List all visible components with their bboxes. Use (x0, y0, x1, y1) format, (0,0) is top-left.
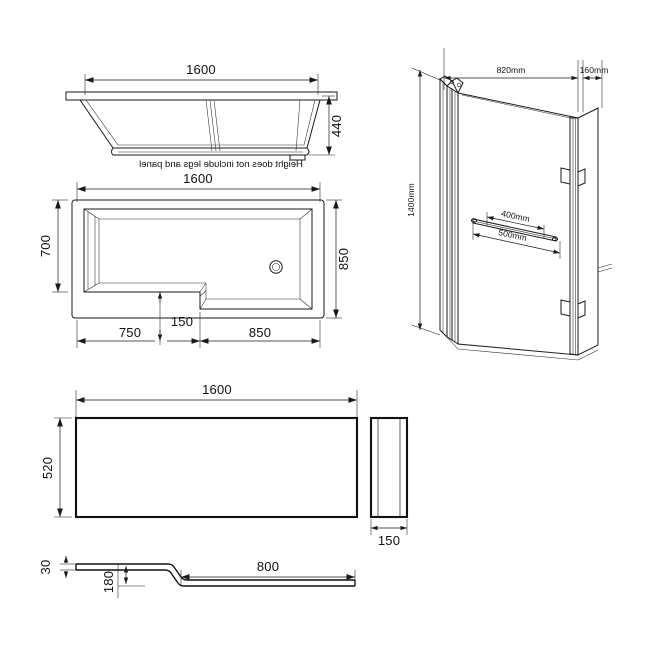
view-shower-screen: 820mm 160mm 1400mm (406, 48, 613, 361)
dimension-front-panel-height: 520 (40, 417, 72, 518)
view-bath-elevation: 1600 (65, 62, 344, 170)
screen-width-label: 820mm (497, 65, 526, 75)
plan-outer-rim (71, 199, 325, 319)
screen-return-label: 160mm (580, 65, 609, 75)
plan-step-label: 150 (171, 314, 193, 329)
front-panel-height-label: 520 (40, 457, 55, 479)
profile-run-label: 800 (257, 559, 279, 574)
view-profile-section: 30 180 800 (38, 555, 356, 598)
front-panel-length-label: 1600 (202, 382, 232, 397)
elevation-length-label: 1600 (186, 62, 216, 77)
screen-edge-marks (597, 263, 613, 273)
dimension-elevation-height: 440 (309, 95, 344, 156)
end-panel-body (369, 416, 409, 519)
elevation-height-label: 440 (329, 115, 344, 137)
dimension-front-panel-length: 1600 (75, 382, 358, 418)
profile-thickness-label: 30 (38, 560, 53, 575)
dimension-screen-return: 160mm (580, 60, 609, 112)
screen-bottom-seal (446, 336, 599, 361)
dimension-screen-height: 1400mm (406, 67, 441, 336)
rail-inner-label: 400mm (500, 208, 530, 224)
elevation-rim (65, 91, 338, 101)
dimension-plan-overall-depth: 850 (326, 199, 351, 319)
dimension-profile-step-height: 180 (101, 564, 145, 598)
dimension-plan-step: 150 (157, 291, 193, 345)
screen-hinge-upper (560, 167, 586, 187)
screen-hinge-post (439, 75, 464, 345)
plan-shower-end-label: 750 (119, 325, 141, 340)
elevation-body (79, 99, 321, 161)
plan-overall-depth-label: 850 (336, 248, 351, 270)
screen-hinge-lower (560, 299, 586, 319)
elevation-note: Height does not include legs and panel (139, 159, 303, 170)
dimension-end-panel-width: 150 (370, 519, 408, 548)
dimension-plan-bottom-split: 750 850 (76, 312, 321, 348)
plan-bath-end-label: 850 (249, 325, 271, 340)
dimension-profile-thickness: 30 (38, 555, 76, 579)
dimension-profile-run: 800 (180, 559, 356, 585)
screen-height-label: 1400mm (406, 183, 416, 217)
plan-inner-well (83, 208, 313, 310)
dimension-plan-inner-depth: 700 (38, 199, 68, 293)
view-front-panel: 1600 520 (40, 382, 359, 519)
dimension-plan-width: 1600 (76, 171, 321, 202)
screen-right-post (569, 116, 579, 356)
plan-inner-depth-label: 700 (38, 235, 53, 257)
plan-waste-outlet (269, 260, 283, 274)
front-panel-body (74, 416, 359, 519)
elevation-note-label: Height does not include legs and panel (139, 159, 303, 170)
plan-width-label: 1600 (183, 171, 213, 186)
end-panel-width-label: 150 (378, 533, 400, 548)
view-end-panel: 150 (369, 416, 409, 548)
screen-return-panel (577, 107, 599, 356)
profile-step-height-label: 180 (101, 571, 116, 593)
dimension-elevation-length: 1600 (84, 62, 319, 95)
dimension-screen-width: 820mm (443, 48, 579, 112)
view-bath-plan: 1600 (38, 171, 351, 348)
